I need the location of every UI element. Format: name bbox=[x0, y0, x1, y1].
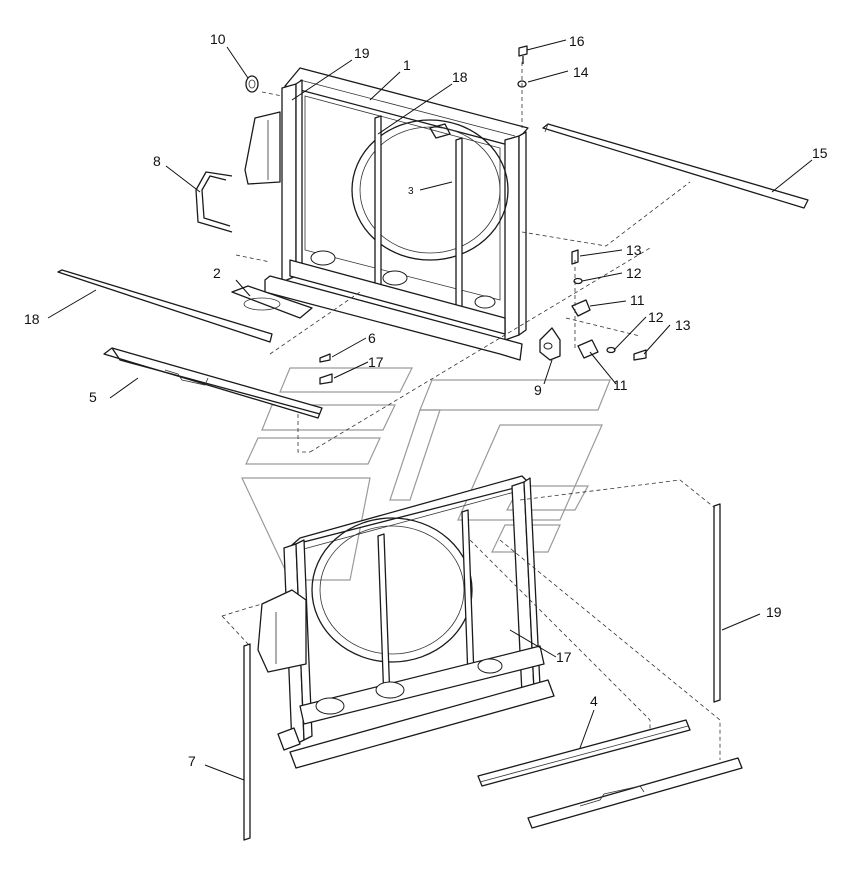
callout-8: 8 bbox=[153, 153, 161, 169]
leader-lines bbox=[47, 39, 813, 781]
callout-13b: 13 bbox=[675, 317, 691, 333]
callout-21: 18 bbox=[24, 311, 40, 327]
callout-18: 18 bbox=[452, 69, 468, 85]
upper-fan-shroud-assembly bbox=[244, 67, 529, 361]
callout-14: 14 bbox=[573, 64, 589, 80]
part-6-screw bbox=[319, 353, 331, 363]
part-15-bar bbox=[542, 123, 809, 209]
watermark-logo bbox=[241, 367, 611, 581]
callout-4: 4 bbox=[590, 693, 598, 709]
lower-angle-bracket bbox=[527, 757, 743, 829]
part-22-strip bbox=[713, 503, 721, 703]
callout-16: 16 bbox=[569, 33, 585, 49]
callout-2: 2 bbox=[213, 265, 221, 281]
alignment-lines bbox=[221, 62, 721, 760]
part-21-strip bbox=[57, 269, 273, 343]
callout-7: 7 bbox=[188, 753, 196, 769]
part-11-clamp-upper bbox=[571, 299, 591, 317]
callout-11b: 11 bbox=[613, 377, 628, 393]
callout-12-lower: 12 bbox=[648, 309, 664, 325]
callout-22: 19 bbox=[766, 604, 782, 620]
callout-1: 1 bbox=[403, 57, 411, 73]
part-13-bolt-upper bbox=[571, 249, 579, 265]
callout-12-upper: 12 bbox=[626, 265, 642, 281]
callout-17-visible: 17 bbox=[368, 354, 384, 370]
lower-fan-shroud-assembly bbox=[257, 475, 555, 769]
callout-19: 19 bbox=[354, 45, 370, 61]
callout-15: 15 bbox=[812, 145, 828, 161]
part-5-angle-bracket bbox=[103, 347, 323, 419]
callout-13a: 13 bbox=[626, 242, 642, 258]
part-8-handle bbox=[195, 171, 233, 233]
part-4-angle-bar bbox=[477, 719, 691, 787]
callout-labels: 10 19 1 18 16 14 15 8 3 13 13 13 12 11 2… bbox=[24, 31, 828, 769]
part-7-strip bbox=[243, 643, 251, 841]
part-17-screw bbox=[319, 373, 333, 385]
part-16-bolt bbox=[518, 45, 528, 64]
part-12-washer-lower bbox=[606, 346, 616, 354]
frame-label-3: 3 bbox=[408, 186, 414, 197]
part-13-bolt-lower bbox=[633, 349, 647, 361]
part-10-cap bbox=[245, 75, 259, 93]
callout-9: 9 bbox=[534, 382, 542, 398]
callout-10: 10 bbox=[210, 31, 226, 47]
callout-20: 17 bbox=[556, 649, 572, 665]
callout-11a: 11 bbox=[630, 292, 645, 308]
callout-6: 6 bbox=[368, 330, 376, 346]
part-9-bracket bbox=[539, 327, 561, 361]
part-11-clamp-lower bbox=[577, 339, 599, 359]
callout-5: 5 bbox=[89, 389, 97, 405]
